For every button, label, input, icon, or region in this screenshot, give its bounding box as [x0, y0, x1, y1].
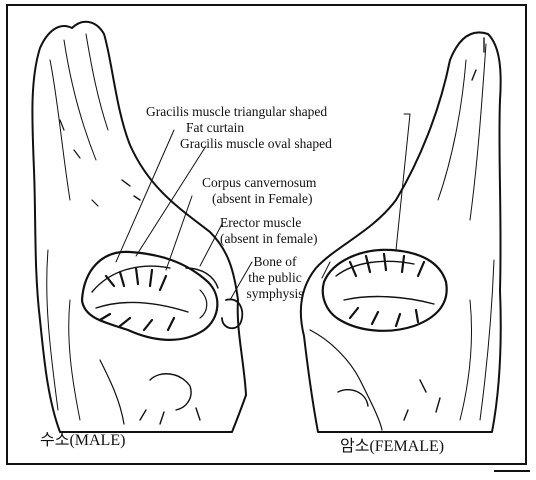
- label-corpus-cavernosum: Corpus canvernosum: [202, 175, 316, 191]
- label-gracilis-triangular: Gracilis muscle triangular shaped: [146, 104, 327, 120]
- female-specimen-drawing: [301, 32, 501, 432]
- label-gracilis-oval: Gracilis muscle oval shaped: [180, 136, 332, 152]
- label-bone-line2: the public: [240, 270, 310, 286]
- label-corpus-note: (absent in Female): [212, 191, 312, 207]
- corner-rule: [494, 470, 530, 478]
- label-bone-line1: Bone of: [240, 254, 310, 270]
- label-bone-line3: symphysis: [240, 286, 310, 302]
- caption-female: 암소(FEMALE): [340, 438, 444, 456]
- label-fat-curtain: Fat curtain: [186, 120, 244, 136]
- male-specimen-drawing: [32, 22, 246, 432]
- label-erector-note: (absent in female): [220, 231, 317, 247]
- caption-male: 수소(MALE): [40, 432, 125, 450]
- label-erector-muscle: Erector muscle: [220, 215, 301, 231]
